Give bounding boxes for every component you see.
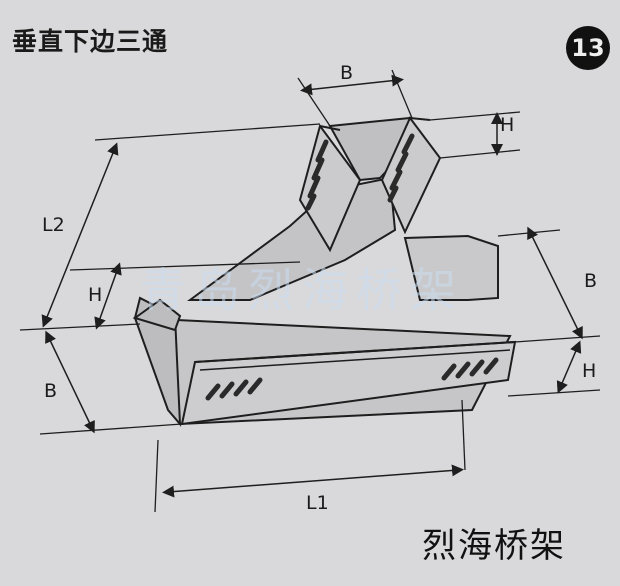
watermark-text: 青岛烈海桥架 (140, 263, 464, 317)
dimension-arrows (41, 74, 583, 498)
footer-brand-text: 烈海桥架 (422, 526, 566, 566)
left-end-flange (132, 298, 182, 332)
dim-b-top (300, 74, 404, 96)
tray-left-wall (133, 296, 182, 427)
label-h-right: H (582, 360, 597, 382)
front-right-slots (441, 357, 499, 381)
dim-b-left (45, 330, 95, 434)
tray-front-lip (199, 349, 511, 371)
dim-l1 (162, 464, 464, 498)
label-b-left: B (44, 380, 58, 402)
branch-left-flange (319, 125, 341, 131)
branch-right-slots (387, 133, 415, 203)
figure-number-badge: 13 (566, 26, 610, 70)
dim-h-left (94, 262, 122, 330)
label-h-top: H (500, 114, 515, 136)
tray-front-top-edge (194, 341, 516, 363)
label-l1: L1 (306, 492, 329, 514)
dim-l2 (41, 142, 119, 328)
label-h-left: H (88, 284, 103, 306)
dim-h-right (556, 340, 582, 394)
label-l2: L2 (42, 214, 65, 236)
branch-right-flange (409, 117, 431, 121)
branch-left-slots (305, 139, 329, 211)
label-b-right: B (584, 270, 598, 292)
label-b-top: B (340, 62, 354, 84)
dim-b-right (527, 226, 583, 340)
diagram-title: 垂直下边三通 (12, 27, 169, 56)
tray-right-upper-wall (403, 234, 499, 301)
front-left-slots (205, 377, 263, 401)
